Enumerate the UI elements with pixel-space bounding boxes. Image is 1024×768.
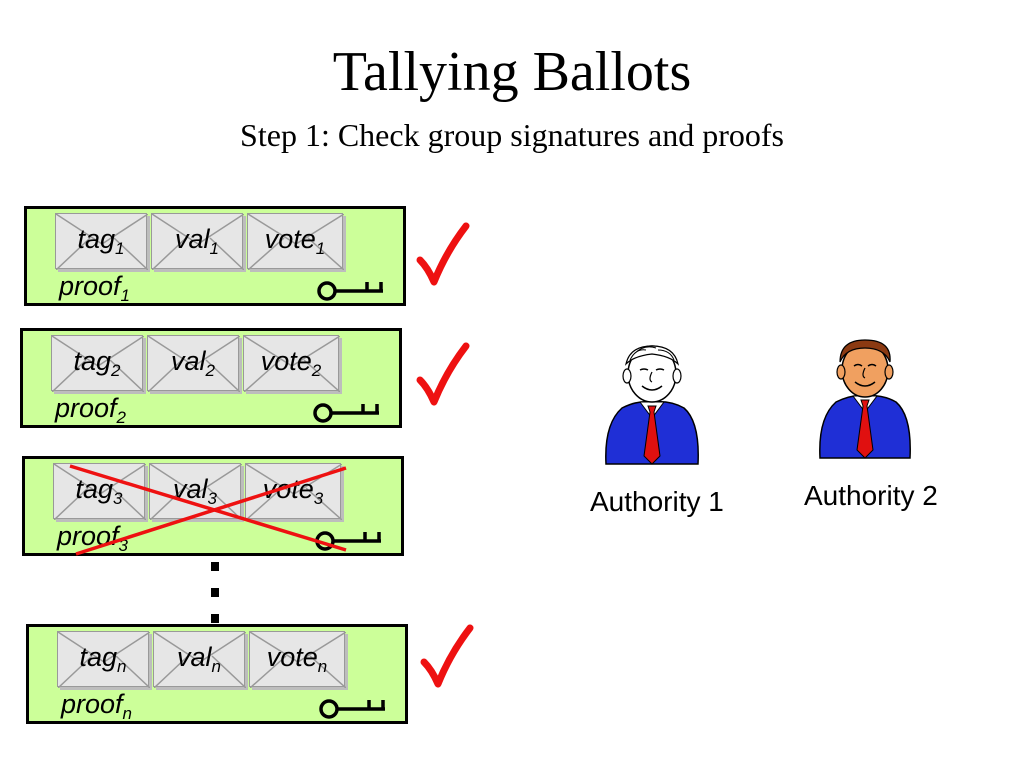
ballot-n: tagn valn voten proofn	[26, 624, 408, 724]
val-envelope: val1	[151, 213, 244, 270]
vote-label: vote1	[264, 224, 326, 258]
vote-envelope: vote1	[247, 213, 344, 270]
vertical-ellipsis-icon	[211, 562, 219, 623]
key-icon	[319, 699, 385, 719]
envelope-icon	[152, 214, 244, 270]
authority-2-label: Authority 2	[804, 480, 938, 511]
cross-out-icon	[69, 464, 347, 556]
proof-label: proofn	[61, 689, 133, 723]
envelope-icon	[150, 464, 242, 520]
checkmark-icon	[416, 222, 470, 286]
envelope-icon	[54, 464, 146, 520]
ballot-3: tag3 val3 vote3 proof3	[22, 456, 404, 556]
envelope-icon	[58, 632, 150, 688]
authority-2-person-icon	[819, 339, 911, 459]
vote-envelope: vote3	[245, 463, 342, 520]
ballot-1: tag1 val1 vote1 proof1	[24, 206, 406, 306]
val-envelope: valn	[153, 631, 246, 688]
val-envelope: val2	[147, 335, 240, 392]
vote-label: voten	[266, 642, 328, 676]
authority-1-label: Authority 1	[590, 486, 724, 517]
slide-subtitle: Step 1: Check group signatures and proof…	[240, 117, 784, 153]
tag-label: tag2	[73, 346, 121, 380]
vote-label: vote2	[260, 346, 322, 380]
val-label: val2	[171, 346, 215, 380]
tag-label: tag1	[77, 224, 125, 258]
vote-envelope: voten	[249, 631, 346, 688]
envelope-icon	[56, 214, 148, 270]
checkmark-icon	[416, 342, 470, 406]
vote-label: vote3	[262, 474, 324, 508]
val-label: valn	[177, 642, 221, 676]
envelope-icon	[248, 214, 344, 270]
envelope-icon	[154, 632, 246, 688]
val-envelope: val3	[149, 463, 242, 520]
ballot-2: tag2 val2 vote2 proof2	[20, 328, 402, 428]
authority-1-person-icon	[605, 345, 699, 465]
tag-envelope: tagn	[57, 631, 150, 688]
key-icon	[317, 281, 383, 301]
val-label: val1	[175, 224, 219, 258]
proof-label: proof3	[57, 521, 129, 555]
key-icon	[313, 403, 379, 423]
tag-envelope: tag2	[51, 335, 144, 392]
envelope-icon	[52, 336, 144, 392]
vote-envelope: vote2	[243, 335, 340, 392]
envelope-icon	[148, 336, 240, 392]
checkmark-icon	[420, 624, 474, 688]
slide-title: Tallying Ballots	[332, 41, 692, 103]
tag-label: tagn	[79, 642, 127, 676]
envelope-icon	[244, 336, 340, 392]
envelope-icon	[250, 632, 346, 688]
proof-label: proof2	[55, 393, 127, 427]
proof-label: proof1	[59, 271, 131, 305]
tag-envelope: tag1	[55, 213, 148, 270]
